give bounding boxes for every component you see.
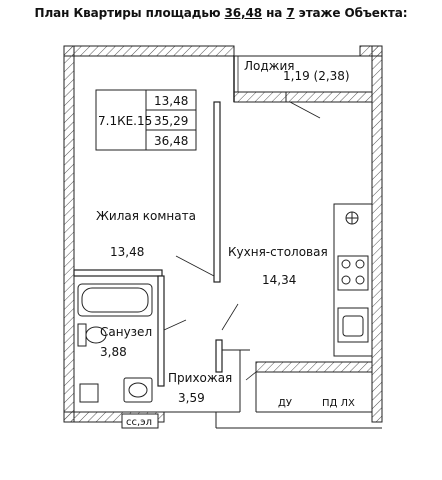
info-value-total: 36,48 [154, 134, 188, 148]
title-area: 36,48 [224, 6, 263, 20]
info-value-living: 13,48 [154, 94, 188, 108]
exterior-walls [63, 45, 383, 423]
bathtub [77, 283, 153, 317]
title-suffix: этаже Объекта: [294, 6, 408, 20]
bathroom-area: 3,88 [100, 345, 127, 359]
info-value-total-no-loggia: 35,29 [154, 114, 188, 128]
living-room-area: 13,48 [110, 245, 144, 259]
kitchen-counter [333, 203, 373, 357]
tag-pd-lh: ПД ЛХ [322, 398, 355, 409]
tag-ss-el: сс,эл [126, 417, 152, 428]
extractor-icon [345, 211, 359, 225]
kitchen-area: 14,34 [262, 273, 296, 287]
ss-el-box [121, 413, 159, 429]
tag-du: ДУ [278, 398, 292, 409]
title-middle: на [262, 6, 287, 20]
title-floor: 7 [286, 6, 295, 20]
hall-name: Прихожая [168, 371, 232, 385]
living-room-name: Жилая комната [96, 209, 196, 223]
loggia-outline [233, 55, 372, 102]
plan-title: План Квартиры площадью 36,48 на 7 этаже … [0, 6, 442, 20]
toilet [77, 323, 107, 347]
hall-shelf [79, 383, 99, 403]
hall-area: 3,59 [178, 391, 205, 405]
interior-walls [73, 101, 382, 429]
stove-icon [337, 255, 369, 291]
loggia-area: 1,19 (2,38) [283, 69, 350, 83]
loggia-name: Лоджия [244, 59, 295, 73]
info-box [95, 89, 197, 151]
washbasin [123, 377, 153, 403]
bathroom-name: Санузел [100, 325, 152, 339]
apartment-code: 7.1КЕ.15 [98, 114, 152, 128]
title-prefix: План Квартиры площадью [34, 6, 225, 20]
kitchen-name: Кухня-столовая [228, 245, 328, 259]
kitchen-sink-icon [337, 307, 369, 343]
